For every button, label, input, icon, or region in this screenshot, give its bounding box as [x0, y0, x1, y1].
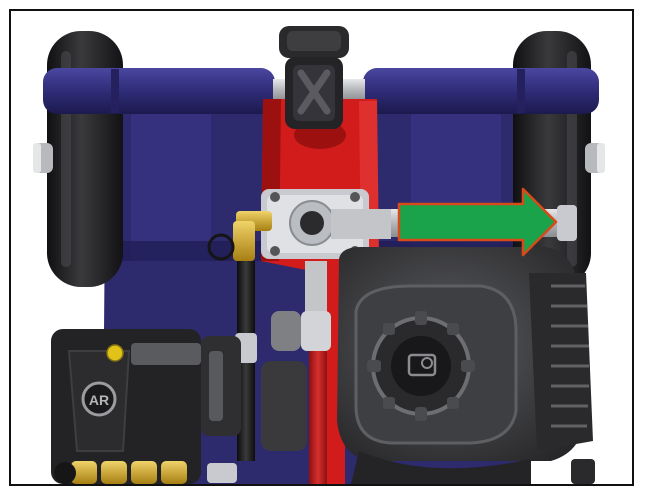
image-frame: AR — [9, 9, 634, 486]
red-hose — [301, 261, 331, 484]
fill-cap — [279, 26, 349, 129]
svg-text:AR: AR — [89, 392, 109, 408]
valve-assembly — [261, 189, 391, 259]
arrow-right-icon — [397, 187, 558, 257]
cad-render: AR — [11, 11, 632, 484]
engine — [337, 247, 595, 484]
x-mark-icon — [297, 69, 331, 115]
pump: AR — [51, 311, 307, 484]
handle-bar — [43, 68, 599, 114]
brass-fitting — [207, 211, 272, 261]
pump-logo-icon: AR — [81, 381, 117, 417]
